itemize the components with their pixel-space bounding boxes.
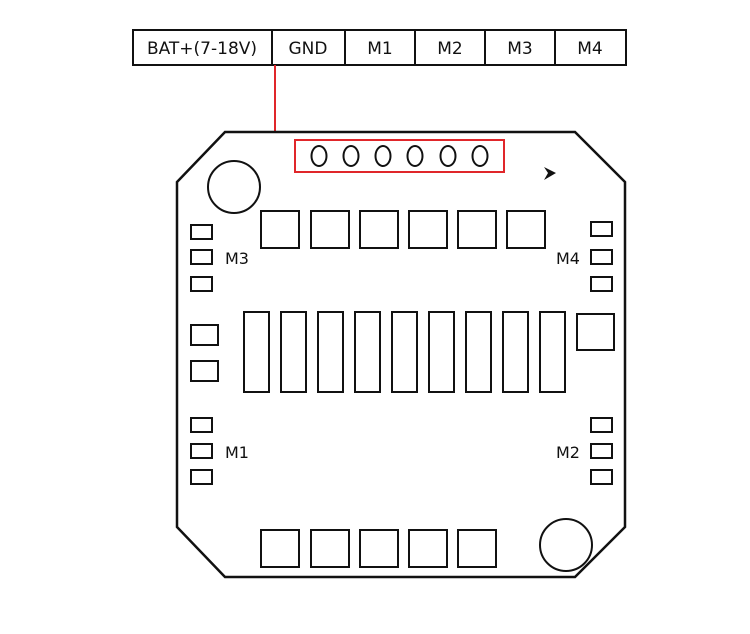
header-cell-m2: M2: [437, 39, 462, 59]
tall-pad: [243, 311, 270, 393]
mounting-hole-top-left: [207, 160, 261, 214]
tall-pad: [280, 311, 307, 393]
pad-oval: [471, 145, 489, 167]
square-pad: [260, 210, 300, 249]
small-pad: [590, 469, 613, 485]
right-side-pads: [590, 221, 613, 485]
pad-oval: [439, 145, 457, 167]
header-cell-bat: BAT+(7-18V): [147, 39, 257, 59]
small-pad: [590, 249, 613, 265]
small-pad: [590, 221, 613, 237]
small-pad: [190, 324, 219, 346]
tall-pad: [502, 311, 529, 393]
motor-label-top-right: M4: [556, 249, 580, 268]
small-pad: [590, 276, 613, 292]
square-pad: [260, 529, 300, 568]
tall-pad: [317, 311, 344, 393]
pad-oval: [406, 145, 424, 167]
square-pad: [408, 210, 448, 249]
direction-arrow-icon: [544, 167, 556, 180]
small-pad: [190, 469, 213, 485]
square-pad: [457, 210, 497, 249]
header-cell-m3: M3: [507, 39, 532, 59]
header-cell-gnd: GND: [289, 39, 328, 59]
tall-pad: [428, 311, 455, 393]
square-pad: [359, 529, 399, 568]
square-pad: [408, 529, 448, 568]
motor-label-top-left: M3: [225, 249, 249, 268]
motor-label-bottom-right: M2: [556, 443, 580, 462]
small-pad: [190, 249, 213, 265]
small-pad: [190, 360, 219, 382]
top-pad-row: [260, 210, 546, 249]
mounting-hole-bottom-right: [539, 518, 593, 572]
small-pad: [190, 417, 213, 433]
square-pad-right: [576, 313, 615, 351]
header-cell-m1: M1: [367, 39, 392, 59]
pad-oval: [342, 145, 360, 167]
small-pad: [190, 224, 213, 240]
middle-pad-row: [243, 311, 615, 393]
header-cell-m4: M4: [577, 39, 602, 59]
header-table-frame: [132, 29, 627, 66]
header-pads: [310, 145, 489, 167]
small-pad: [190, 276, 213, 292]
square-pad: [457, 529, 497, 568]
tall-pad: [465, 311, 492, 393]
small-pad: [590, 417, 613, 433]
tall-pad: [391, 311, 418, 393]
pad-highlight-box-front: [294, 139, 505, 173]
square-pad: [310, 529, 350, 568]
motor-label-bottom-left: M1: [225, 443, 249, 462]
pin-header-table: BAT+(7-18V) GND M1 M2 M3 M4: [132, 29, 627, 66]
left-side-pads: [190, 224, 219, 485]
square-pad: [506, 210, 546, 249]
tall-pad: [539, 311, 566, 393]
small-pad: [190, 443, 213, 459]
square-pad: [310, 210, 350, 249]
square-pad: [359, 210, 399, 249]
pad-oval: [374, 145, 392, 167]
tall-pad: [354, 311, 381, 393]
bottom-pad-row: [260, 529, 497, 568]
board-outline: [175, 130, 627, 579]
pad-oval: [310, 145, 328, 167]
small-pad: [590, 443, 613, 459]
